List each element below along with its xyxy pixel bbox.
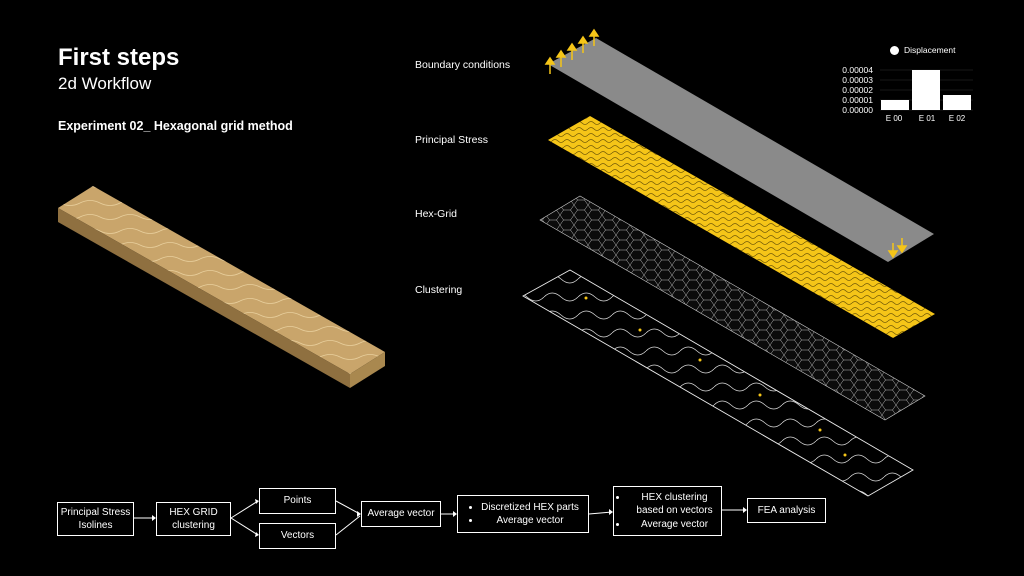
boundary-plate-illustration xyxy=(544,28,934,262)
flow-node-item: Average vector xyxy=(481,514,579,528)
bar-e01 xyxy=(912,70,940,110)
flow-node-label: FEA analysis xyxy=(757,504,816,516)
page-title: First steps xyxy=(58,44,180,71)
hex-grid-illustration xyxy=(539,195,926,421)
flow-connectors xyxy=(134,500,746,536)
bar-e02 xyxy=(943,95,971,110)
flow-node-points: Points xyxy=(259,488,336,514)
flow-node-label: Vectors xyxy=(280,530,315,542)
flow-node-label: Average vector xyxy=(367,508,435,520)
flow-node-fea-analysis: FEA analysis xyxy=(747,498,826,523)
flow-node-discretized-hex: Discretized HEX parts Average vector xyxy=(457,495,589,533)
label-hex-grid: Hex-Grid xyxy=(415,208,458,220)
chart-legend: Displacement xyxy=(890,45,956,55)
flow-node-average-vector: Average vector xyxy=(361,501,441,527)
flow-node-label: Points xyxy=(283,495,312,507)
flow-node-item: Average vector xyxy=(628,518,721,532)
flow-node-label: HEX GRID clustering xyxy=(169,506,218,532)
clustering-illustration xyxy=(522,269,914,497)
y-tick-label: 0.00001 xyxy=(842,95,873,105)
legend-label: Displacement xyxy=(904,45,956,55)
y-tick-label: 0.00003 xyxy=(842,75,873,85)
flow-node-hex-clustering: HEX clustering based on vectors Average … xyxy=(613,486,722,536)
flow-node-label: Principal Stress Isolines xyxy=(60,506,131,532)
page-subtitle: 2d Workflow xyxy=(58,74,152,93)
y-tick-label: 0.00004 xyxy=(842,65,873,75)
experiment-heading: Experiment 02_ Hexagonal grid method xyxy=(58,119,293,133)
flow-node-hex-grid: HEX GRID clustering xyxy=(156,502,231,536)
x-tick-label: E 01 xyxy=(918,114,936,123)
flow-node-vectors: Vectors xyxy=(259,523,336,549)
principal-stress-illustration xyxy=(548,116,935,338)
y-tick-label: 0.00002 xyxy=(842,85,873,95)
wood-beam-illustration xyxy=(58,186,385,388)
label-boundary-conditions: Boundary conditions xyxy=(415,59,511,71)
x-tick-label: E 02 xyxy=(948,114,966,123)
label-principal-stress: Principal Stress xyxy=(415,134,488,146)
flow-arrowheads xyxy=(152,499,747,537)
flow-node-item: HEX clustering based on vectors xyxy=(628,491,721,518)
legend-dot-icon xyxy=(890,45,899,55)
x-tick-label: E 00 xyxy=(885,114,903,123)
label-clustering: Clustering xyxy=(415,284,463,296)
y-tick-label: 0.00000 xyxy=(842,105,873,115)
flow-node-item: Discretized HEX parts xyxy=(481,501,579,515)
bar-e00 xyxy=(881,100,909,110)
flow-node-principal-stress: Principal Stress Isolines xyxy=(57,502,134,536)
